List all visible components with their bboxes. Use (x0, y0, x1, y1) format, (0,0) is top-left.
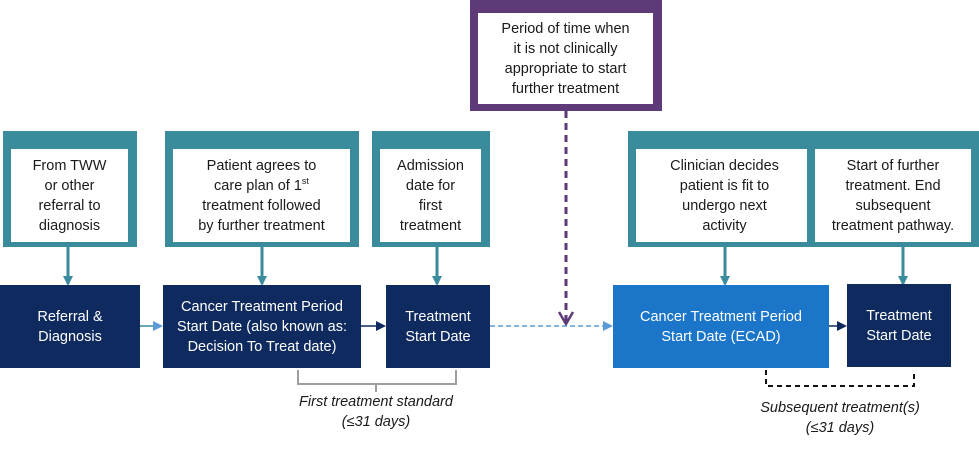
callout-further-line: Start of further (846, 157, 940, 174)
callout-clinically-frame (470, 0, 662, 327)
caption-subsequent-line: (≤31 days) (805, 420, 875, 436)
callout-clinically-line: appropriate to start (504, 60, 627, 77)
callout-care-plan-line: by further treatment (198, 217, 325, 234)
caption-first-standard-line: (≤31 days) (341, 414, 411, 430)
box-treatment-start-1: Treatment Start Date (386, 285, 490, 368)
callout-further-line: subsequent (855, 197, 931, 214)
caption-subsequent-line: Subsequent treatment(s) (760, 400, 920, 416)
callout-care-plan-line: care plan of 1st (198, 176, 325, 196)
callout-clinically-line: it is not clinically (513, 40, 618, 57)
box-referral-line: Diagnosis (38, 328, 102, 345)
callout-admission-line: date for (405, 177, 456, 194)
callout-care-plan-text: Patient agrees to care plan of 1st treat… (173, 149, 350, 242)
box-referral-shape (0, 285, 140, 368)
box-treatment-start-2-shape (847, 284, 951, 367)
callout-admission-line: treatment (399, 217, 462, 234)
box-referral: Referral & Diagnosis (0, 285, 140, 368)
box-treatment-start-1-line: Start Date (405, 328, 471, 345)
caption-subsequent: Subsequent treatment(s) (≤31 days) (720, 398, 960, 438)
box-ctp-start-shape (163, 285, 361, 368)
caption-first-standard: First treatment standard (≤31 days) (256, 392, 496, 432)
callout-clinically-line: Period of time when (501, 20, 630, 37)
box-ctp-start: Cancer Treatment Period Start Date (also… (163, 285, 361, 368)
box-treatment-start-2-line: Treatment (866, 307, 932, 324)
callout-care-plan-frame (165, 131, 359, 286)
bracket-first-standard (297, 370, 457, 392)
box-treatment-start-1-shape (386, 285, 490, 368)
callout-tww-line: From TWW (32, 157, 107, 174)
callout-clinician-frame (628, 131, 822, 286)
box-treatment-start-1-line: Treatment (405, 308, 471, 325)
callout-admission-line: first (418, 197, 443, 214)
callout-clinician-line: activity (702, 217, 747, 234)
callout-clinician-line: undergo next (682, 197, 767, 214)
callout-further-line: treatment pathway. (831, 217, 955, 234)
box-referral-line: Referral & (37, 308, 103, 325)
callout-clinician-text: Clinician decides patient is fit to unde… (636, 149, 813, 242)
bracket-subsequent (765, 370, 915, 387)
callout-clinically-line: further treatment (511, 80, 620, 97)
box-treatment-start-2: Treatment Start Date (847, 284, 951, 367)
callout-tww-text: From TWW or other referral to diagnosis (11, 149, 128, 242)
callout-tww-line: referral to (38, 197, 101, 214)
callout-care-plan-line-text: care plan of 1 (214, 177, 302, 194)
callout-care-plan-superscript: st (301, 175, 309, 186)
callout-admission-line: Admission (397, 157, 464, 174)
box-ctp-start-line: Decision To Treat date) (187, 338, 337, 355)
callout-tww-frame (3, 131, 137, 286)
box-ctp-start-line: Cancer Treatment Period (181, 298, 343, 315)
callout-clinically-text: Period of time when it is not clinically… (478, 13, 653, 104)
callout-further-text: Start of further treatment. End subseque… (815, 149, 971, 242)
callout-tww-line: diagnosis (38, 217, 101, 234)
box-ctp-ecad-shape (613, 285, 829, 368)
box-treatment-start-2-line: Start Date (866, 327, 932, 344)
callout-further-line: treatment. End (845, 177, 941, 194)
callout-admission-text: Admission date for first treatment (380, 149, 481, 242)
callout-further-frame (807, 131, 979, 286)
callout-care-plan-line: treatment followed (202, 197, 321, 214)
box-ctp-ecad-line: Start Date (ECAD) (661, 328, 781, 345)
box-ctp-ecad: Cancer Treatment Period Start Date (ECAD… (613, 285, 829, 368)
callout-clinician-line: Clinician decides (670, 157, 779, 174)
box-ctp-start-line: Start Date (also known as: (176, 318, 348, 335)
box-ctp-ecad-line: Cancer Treatment Period (640, 308, 802, 325)
callout-admission-frame (372, 131, 490, 286)
callout-clinician-line: patient is fit to (679, 177, 770, 194)
callout-tww-line: or other (44, 177, 95, 194)
caption-first-standard-line: First treatment standard (299, 394, 453, 410)
callout-care-plan-line: Patient agrees to (206, 157, 317, 174)
